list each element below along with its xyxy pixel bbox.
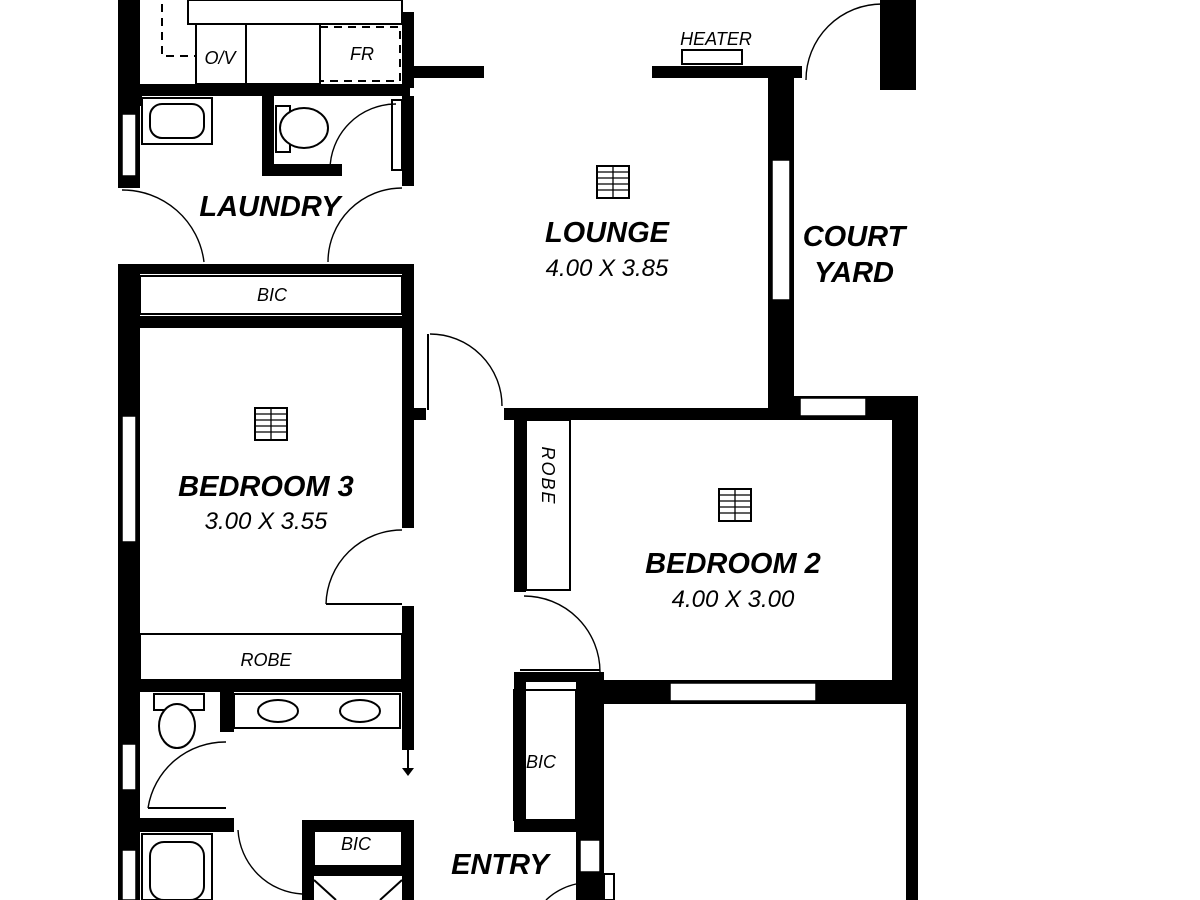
courtyard-label-line1: COURT: [803, 221, 908, 253]
labels: O/V FR HEATER LAUNDRY LOUNGE 4.00 X 3.85…: [178, 29, 907, 881]
bedroom2-label: BEDROOM 2: [645, 548, 821, 580]
bathroom-fixtures: [141, 693, 414, 900]
storage-outlines: [139, 275, 577, 900]
kitchen-fixtures: [161, 0, 893, 85]
courtyard-label-line2: YARD: [814, 257, 894, 289]
entry-label: ENTRY: [451, 849, 551, 881]
fridge-label: FR: [350, 44, 374, 64]
windows: [121, 113, 867, 900]
vent-icon-lounge: [596, 165, 630, 199]
bedroom3-label: BEDROOM 3: [178, 471, 354, 503]
heater-icon: [681, 49, 743, 65]
robe-bedroom2-label: ROBE: [538, 446, 558, 505]
bedroom3-size: 3.00 X 3.55: [205, 508, 328, 535]
lounge-size: 4.00 X 3.85: [546, 255, 669, 282]
robe-bedroom3-label: ROBE: [240, 650, 292, 670]
door-swings: [121, 0, 883, 900]
bic-entry-label: BIC: [341, 834, 372, 854]
bic-bedroom3-label: BIC: [257, 285, 288, 305]
oven-label: O/V: [204, 48, 237, 68]
vent-icon-bedroom2: [718, 488, 752, 522]
laundry-label: LAUNDRY: [199, 191, 343, 223]
lounge-label: LOUNGE: [545, 217, 671, 249]
laundry-fixtures: [141, 97, 403, 171]
bedroom2-size: 4.00 X 3.00: [672, 586, 795, 613]
vent-icon-bedroom3: [254, 407, 288, 441]
heater-label: HEATER: [680, 29, 752, 49]
walls: [118, 0, 918, 900]
bic-hall-label: BIC: [526, 752, 557, 772]
